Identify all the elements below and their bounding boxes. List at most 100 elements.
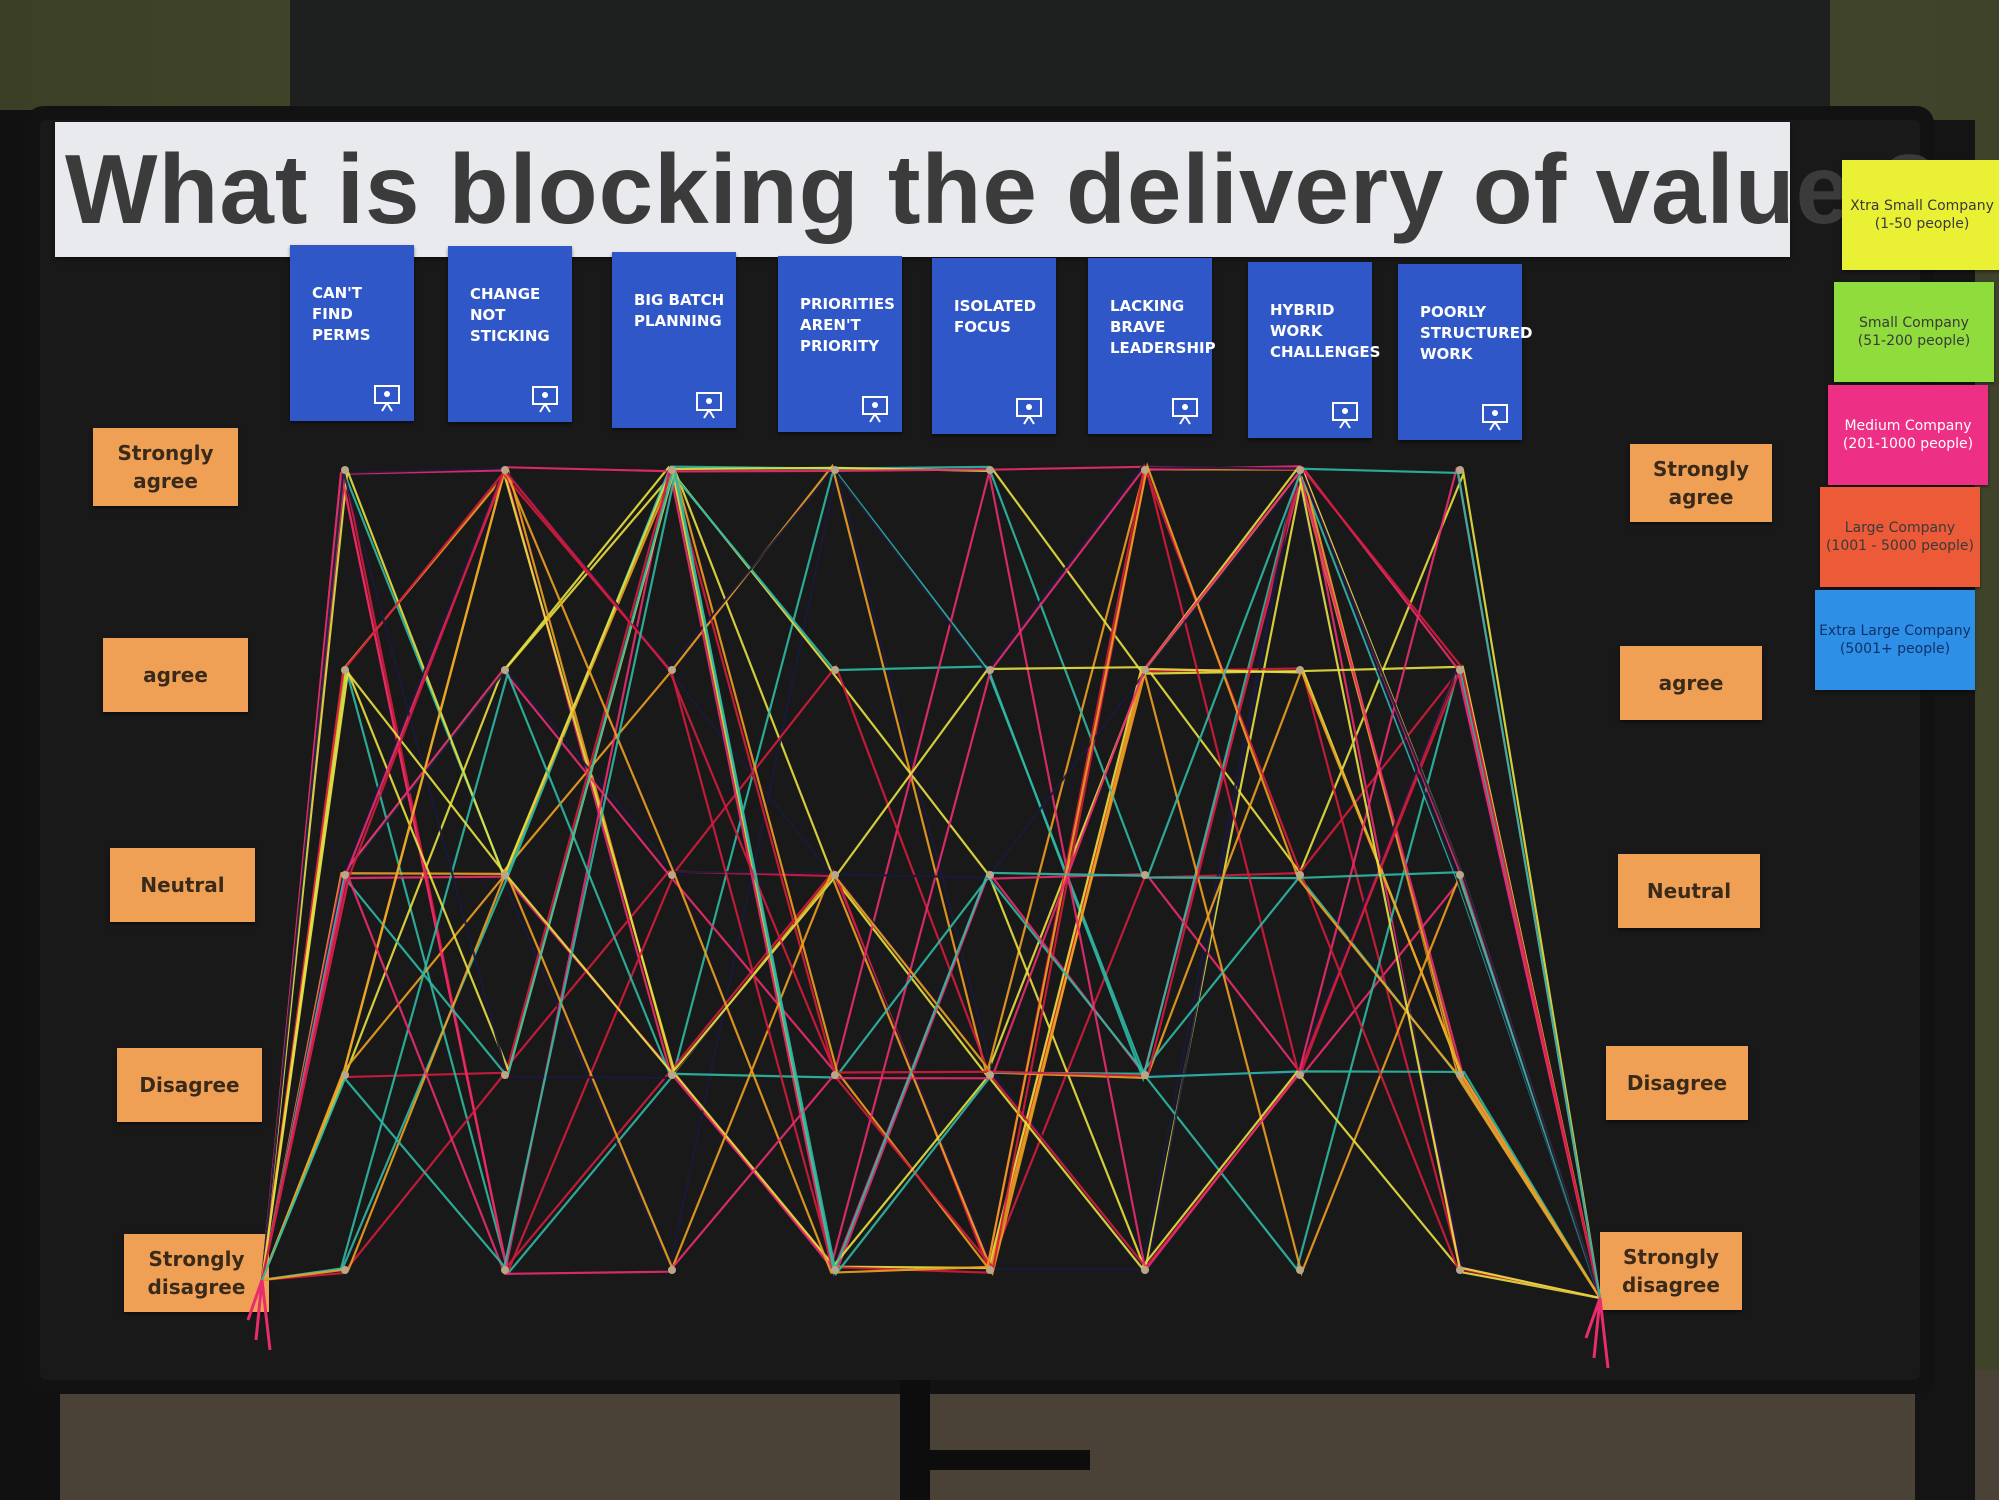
- category-card: POORLY STRUCTURED WORK: [1398, 264, 1533, 440]
- scale-label: Disagree: [117, 1048, 262, 1122]
- company-size-name: Extra Large Company: [1819, 623, 1971, 639]
- pin: [668, 466, 676, 474]
- pin: [1296, 666, 1304, 674]
- company-size-sticky: Xtra Small Company (1-50 people): [1842, 160, 1999, 270]
- pin: [501, 1071, 509, 1079]
- pin: [1141, 1266, 1149, 1274]
- pin: [831, 666, 839, 674]
- category-card-label: CAN'T FIND PERMS: [312, 284, 371, 344]
- yarn-string: [260, 467, 1602, 1299]
- yarn-knot: [246, 1279, 272, 1351]
- company-size-sticky: Small Company (51-200 people): [1834, 282, 1994, 382]
- category-card-label: PRIORITIES AREN'T PRIORITY: [800, 295, 895, 355]
- people-search-icon: [374, 385, 400, 412]
- category-card-label: CHANGE NOT STICKING: [470, 285, 550, 345]
- category-card-label: POORLY STRUCTURED WORK: [1420, 303, 1533, 363]
- pin: [831, 871, 839, 879]
- category-card: CAN'T FIND PERMS: [290, 245, 414, 421]
- scale-label: agree: [1620, 646, 1762, 720]
- category-card: BIG BATCH PLANNING: [612, 252, 736, 428]
- pin: [668, 666, 676, 674]
- scale-label: Strongly agree: [93, 428, 238, 506]
- pin: [341, 1266, 349, 1274]
- scale-label: Strongly disagree: [124, 1234, 269, 1312]
- pin: [1141, 871, 1149, 879]
- scale-label: agree: [103, 638, 248, 712]
- pin: [831, 1266, 839, 1274]
- company-size-range: (201-1000 people): [1842, 436, 1974, 452]
- yarn-string: [260, 465, 1602, 1299]
- page-title: What is blocking the delivery of value ?: [65, 134, 1941, 244]
- pin: [986, 1071, 994, 1079]
- pin: [501, 666, 509, 674]
- category-card: PRIORITIES AREN'T PRIORITY: [778, 256, 902, 432]
- whiteboard-icon: [1482, 404, 1508, 431]
- yarn-knot: [1584, 1297, 1610, 1369]
- pin: [831, 1071, 839, 1079]
- yarn-string: [260, 465, 1601, 1300]
- pin: [1296, 871, 1304, 879]
- home-office-icon: [1332, 402, 1358, 429]
- pin: [501, 871, 509, 879]
- scale-label: Neutral: [110, 848, 255, 922]
- pin: [1141, 1071, 1149, 1079]
- pin: [831, 466, 839, 474]
- pin: [668, 1266, 676, 1274]
- yarn-string: [261, 670, 1601, 1299]
- pin: [1456, 1071, 1464, 1079]
- pin: [1456, 666, 1464, 674]
- pin: [1296, 1071, 1304, 1079]
- pin: [341, 1071, 349, 1079]
- category-card: CHANGE NOT STICKING: [448, 246, 572, 422]
- forbidden-document-icon: [532, 386, 558, 413]
- company-size-sticky: Extra Large Company(5001+ people): [1815, 590, 1975, 690]
- pin: [341, 466, 349, 474]
- yarn-string: [260, 467, 1602, 1299]
- list-bin-icon: [862, 396, 888, 423]
- pin: [501, 1266, 509, 1274]
- title-banner: What is blocking the delivery of value ?: [55, 122, 1939, 257]
- yarn-string: [260, 464, 1602, 1299]
- company-size-name: Medium Company: [1844, 418, 1972, 434]
- scale-label: Strongly disagree: [1600, 1232, 1742, 1310]
- company-size-sticky: Large Company(1001 - 5000 people): [1820, 487, 1980, 587]
- company-size-range: (1001 - 5000 people): [1825, 538, 1975, 554]
- yarn-string: [260, 466, 1602, 1299]
- pin: [1141, 666, 1149, 674]
- pin: [668, 871, 676, 879]
- company-size-name: Small Company: [1859, 315, 1969, 331]
- company-size-range: (51-200 people): [1857, 333, 1971, 349]
- pin: [1456, 871, 1464, 879]
- company-size-sticky: Medium Company (201-1000 people): [1828, 385, 1988, 485]
- yarn-string: [260, 466, 1602, 1299]
- yarn-string: [261, 667, 1601, 1299]
- yarn-string: [260, 465, 1602, 1299]
- category-card-label: ISOLATED FOCUS: [954, 297, 1037, 336]
- yarn-string: [260, 470, 1602, 1299]
- pin: [1456, 466, 1464, 474]
- pin: [1296, 466, 1304, 474]
- company-size-range: (1-50 people): [1874, 216, 1970, 232]
- yarn-string: [260, 873, 1602, 1299]
- buildings-icon: [1016, 398, 1042, 425]
- category-card: LACKING BRAVE LEADERSHIP: [1088, 258, 1216, 434]
- presentation-icon: [696, 392, 722, 419]
- pin: [501, 466, 509, 474]
- category-card-label: HYBRID WORK CHALLENGES: [1270, 301, 1381, 361]
- yarn-string: [260, 462, 1601, 1299]
- pin: [1296, 1266, 1304, 1274]
- company-size-name: Xtra Small Company: [1850, 198, 1994, 214]
- category-card-label: LACKING BRAVE LEADERSHIP: [1110, 297, 1216, 357]
- pin: [986, 466, 994, 474]
- pin: [668, 1071, 676, 1079]
- scale-label: Strongly agree: [1630, 444, 1772, 522]
- pin: [341, 666, 349, 674]
- pin: [986, 871, 994, 879]
- category-card: ISOLATED FOCUS: [932, 258, 1056, 434]
- pin: [1141, 466, 1149, 474]
- stand-foot: [930, 1450, 1090, 1470]
- pin: [986, 1266, 994, 1274]
- team-flag-icon: [1172, 398, 1198, 425]
- category-card-label: BIG BATCH PLANNING: [634, 291, 725, 330]
